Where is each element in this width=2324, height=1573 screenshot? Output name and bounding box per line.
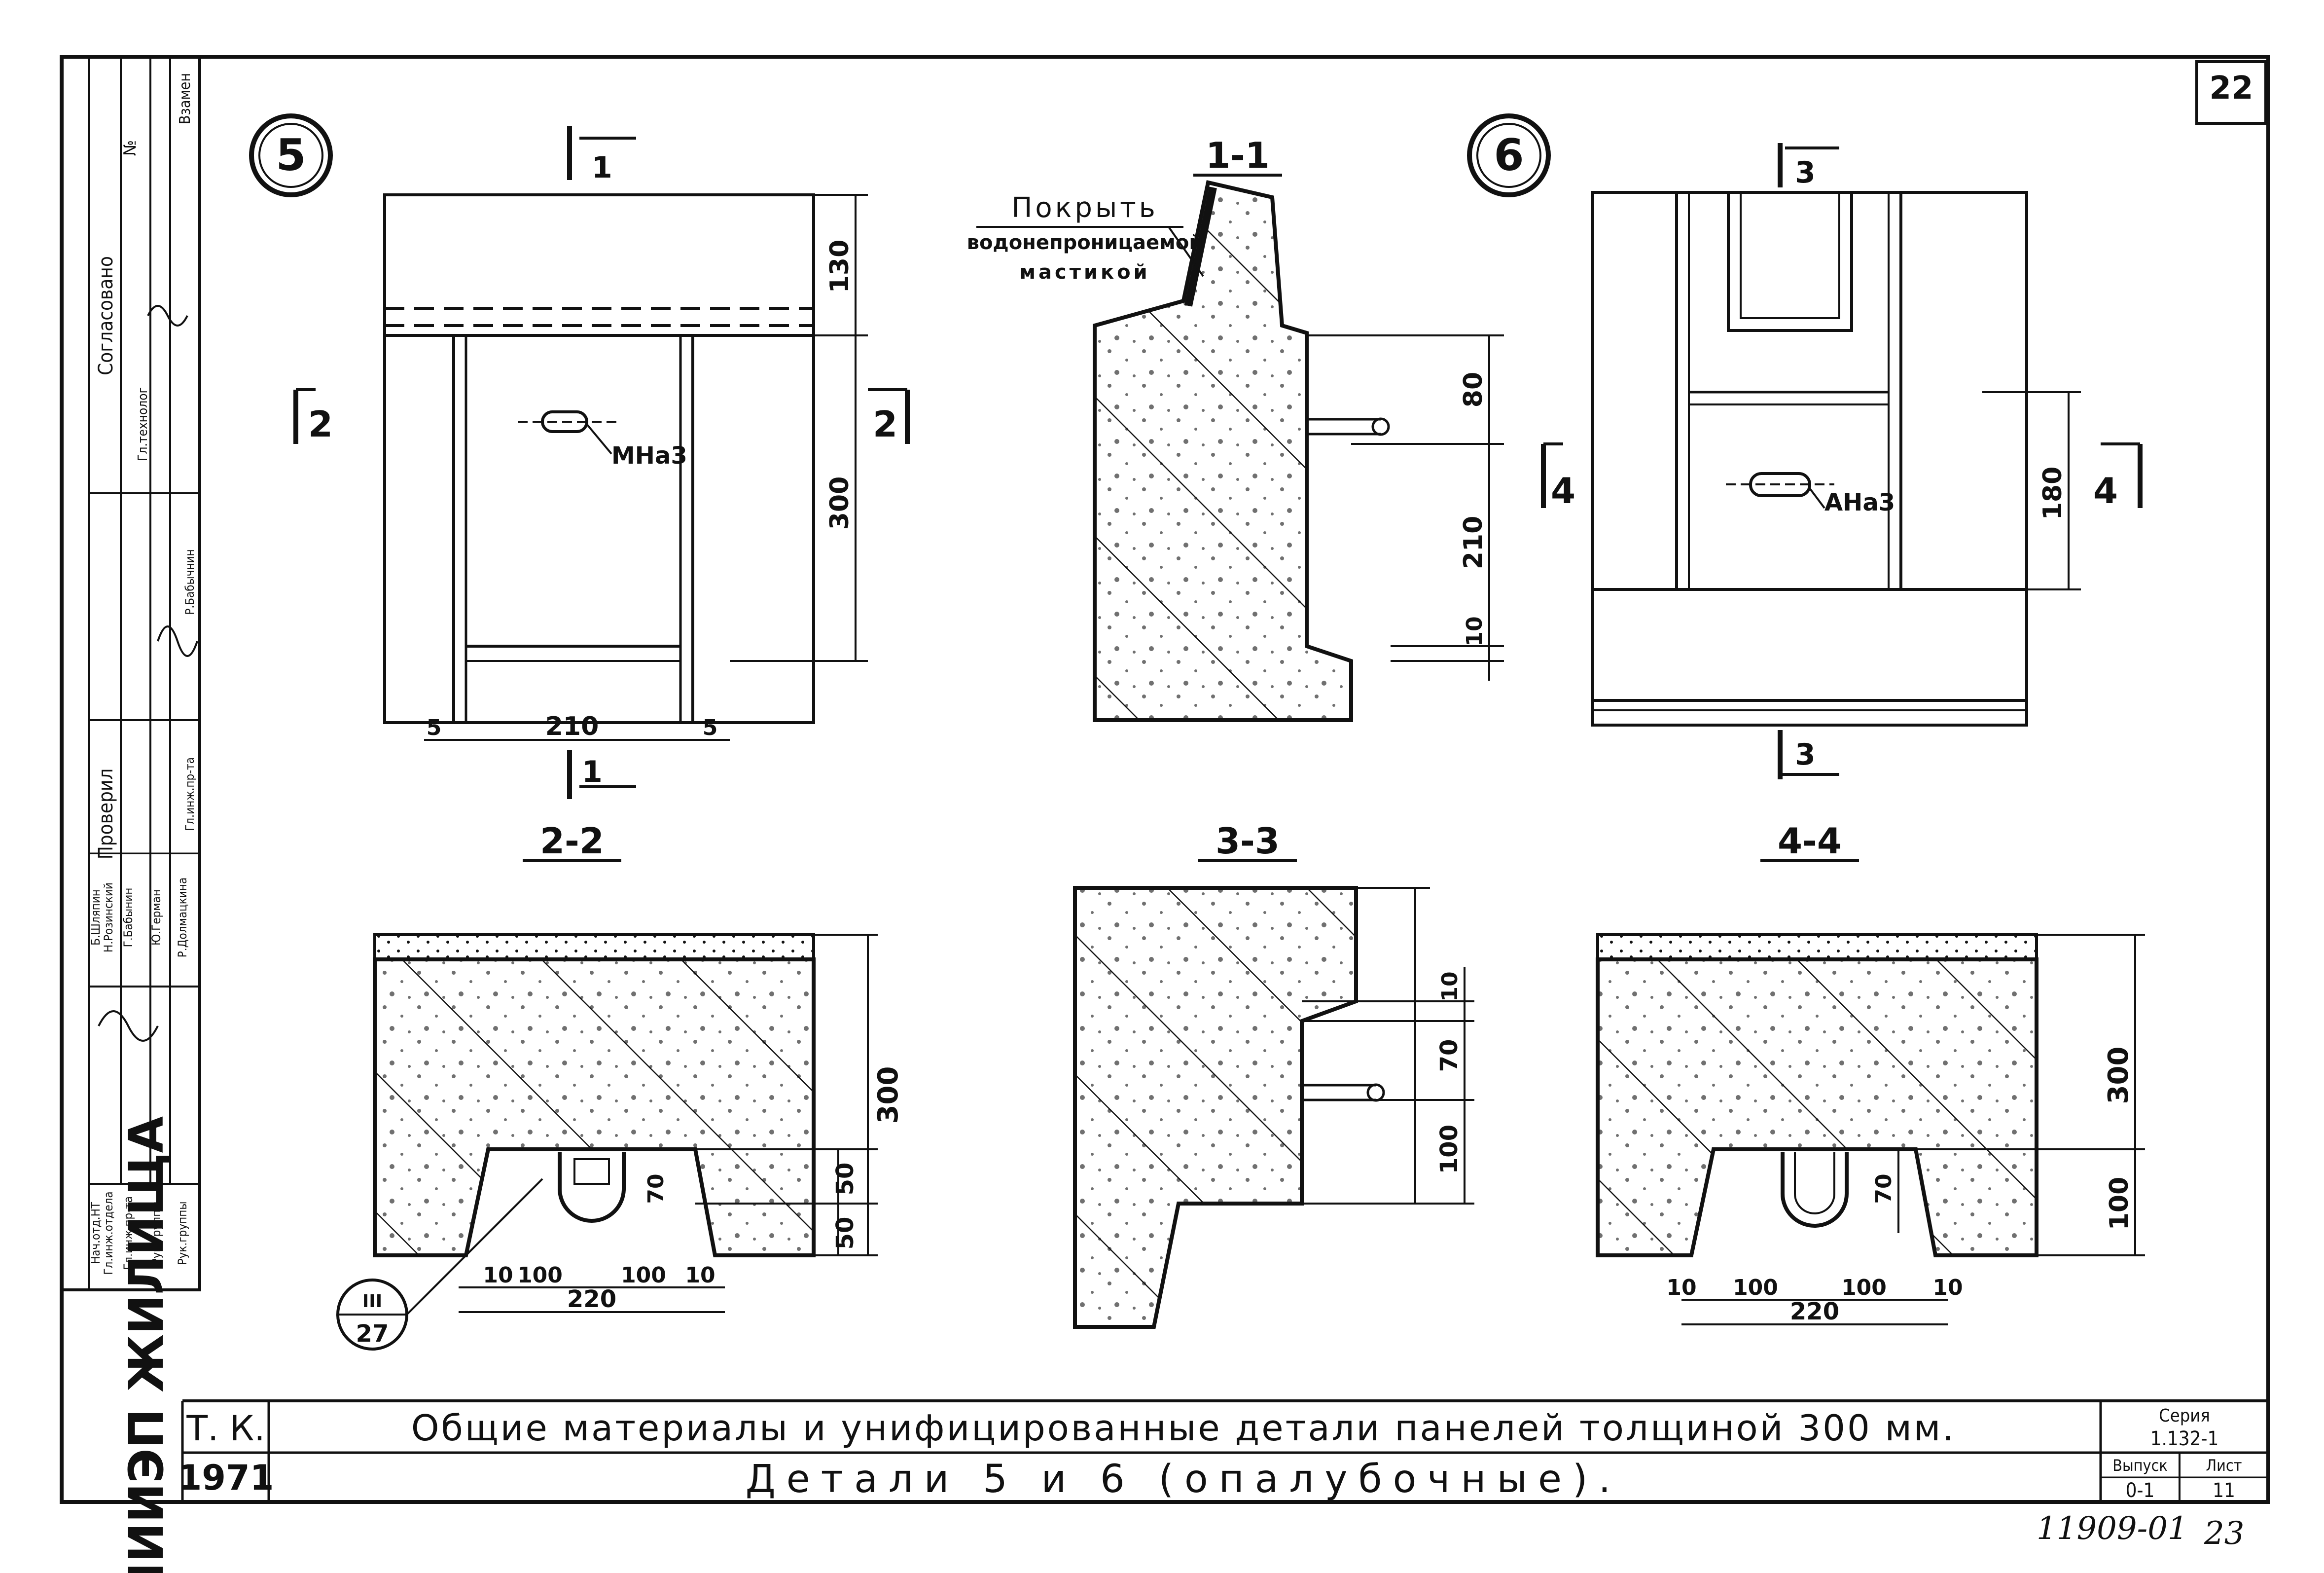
stamp-role-2: Гл.инж.отдела (102, 1191, 115, 1275)
stamp-name-3: Г.Бабынин (121, 888, 135, 948)
stamp-checked-name-2: Гл.инж.пр-та (183, 757, 197, 831)
section-4-4-dim-220: 220 (1790, 1298, 1839, 1325)
detail-5-mark-label: МНа3 (611, 442, 687, 470)
series-value: 1.132-1 (2150, 1427, 2219, 1450)
section-3-3: 3-3 10 70 100 (1073, 820, 1474, 1329)
detail-6-mark-3-bottom: 3 (1795, 737, 1816, 772)
section-2-2-dim-50-top: 50 (831, 1163, 859, 1196)
section-2-2-dim-300: 300 (872, 1066, 904, 1124)
section-1-1: 1-1 Покрыть водонепроницаемой мастикой 8… (967, 135, 1504, 722)
section-4-4: 4-4 300 100 70 10 100 100 10 220 (1596, 820, 2145, 1325)
section-2-2: 2-2 300 50 50 70 10 100 100 10 220 III 2… (336, 820, 904, 1351)
stamp-name-2: Н.Розинский (102, 882, 115, 952)
side-stamp: Согласовано Проверил № Взамен Гл.техноло… (60, 55, 201, 1291)
section-3-3-title: 3-3 (1216, 820, 1280, 862)
section-4-4-dim-70: 70 (1871, 1173, 1896, 1204)
title-line-2: Детали 5 и 6 (опалубочные). (746, 1457, 1622, 1501)
section-4-4-dim-100: 100 (2105, 1177, 2134, 1231)
section-3-3-dim-100: 100 (1435, 1125, 1463, 1174)
series-label: Серия (2159, 1406, 2210, 1426)
section-4-4-dim-100-left: 100 (1733, 1275, 1778, 1300)
detail-6-marker (1467, 113, 1551, 197)
detail-5-dim-130: 130 (825, 240, 855, 293)
detail-5-mark-1-bottom: 1 (582, 755, 603, 789)
detail-5-id: 5 (276, 130, 306, 181)
section-1-1-dim-10: 10 (1462, 616, 1487, 646)
section-2-2-dim-50-bottom: 50 (831, 1217, 859, 1250)
stamp-role-3: Гл.инж.пр-та (121, 1196, 135, 1270)
archive-number: 11909-01 (2037, 1510, 2188, 1547)
section-2-2-dim-10-right: 10 (685, 1263, 715, 1288)
detail-5: 5 МНа3 130 300 5 210 5 1 1 2 2 (249, 113, 910, 799)
detail-6-mark-4-right: 4 (2093, 470, 2118, 512)
stamp-name-4: Ю.Герман (149, 889, 163, 946)
detail-5-mark-1-top: 1 (592, 150, 612, 185)
page-number-box (2195, 60, 2267, 125)
issue-value: 0-1 (2126, 1479, 2155, 1502)
section-4-4-dim-10-right: 10 (1932, 1275, 1963, 1300)
title-line-1: Общие материалы и унифицированные детали… (411, 1407, 1956, 1449)
note-line-2: водонепроницаемой (967, 231, 1203, 254)
title-year: 1971 (178, 1458, 274, 1498)
stamp-checked-name-1: Р.Бабычнин (183, 549, 197, 615)
detail-6-dim-180: 180 (2038, 467, 2068, 520)
section-2-2-dim-100-left: 100 (517, 1263, 563, 1288)
stamp-num-label: № (120, 140, 140, 156)
section-3-3-dim-10: 10 (1437, 971, 1463, 1001)
section-2-2-dim-10-left: 10 (483, 1263, 513, 1288)
footer-number: 23 (2204, 1515, 2244, 1552)
detail-5-dim-5-right: 5 (703, 715, 718, 740)
sheet-value: 11 (2213, 1479, 2235, 1502)
section-1-1-dim-80: 80 (1459, 372, 1488, 407)
section-2-2-title: 2-2 (540, 820, 604, 862)
stamp-role-5: Рук.группы (176, 1202, 189, 1265)
detail-6-mark-label: АНа3 (1824, 489, 1895, 516)
section-1-1-dim-210: 210 (1459, 516, 1488, 570)
section-3-3-dim-70: 70 (1435, 1039, 1463, 1072)
stamp-agreed-role: Гл.технолог (136, 387, 150, 461)
section-4-4-dim-10-left: 10 (1666, 1275, 1696, 1300)
title-block (181, 1399, 2268, 1502)
section-2-2-callout-bottom: 27 (356, 1320, 389, 1348)
detail-5-dim-300: 300 (825, 476, 855, 530)
title-code: Т. К. (186, 1408, 265, 1449)
page-number: 22 (2209, 70, 2253, 107)
detail-6: 6 АНа3 180 3 3 4 4 (1467, 113, 2143, 779)
detail-5-dim-5-left: 5 (427, 715, 442, 740)
note-line-1: Покрыть (1011, 192, 1158, 224)
section-4-4-dim-100-right: 100 (1841, 1275, 1887, 1300)
sheet-label: Лист (2206, 1456, 2242, 1475)
section-2-2-dim-70: 70 (644, 1173, 669, 1204)
detail-5-mark-2-right: 2 (873, 403, 897, 445)
detail-5-dim-210: 210 (545, 712, 599, 741)
stamp-role-1: Нач.отд.НТ (89, 1202, 103, 1264)
detail-6-mark-3-top: 3 (1795, 155, 1816, 190)
section-4-4-title: 4-4 (1778, 820, 1842, 862)
issue-label: Выпуск (2112, 1456, 2168, 1475)
note-line-3: мастикой (1019, 261, 1150, 284)
stamp-header-checked: Проверил (95, 768, 117, 860)
detail-6-id: 6 (1494, 130, 1524, 181)
stamp-replace-label: Взамен (177, 73, 194, 124)
section-2-2-dim-100-right: 100 (621, 1263, 666, 1288)
section-4-4-dim-300: 300 (2103, 1047, 2135, 1104)
section-1-1-title: 1-1 (1206, 135, 1270, 176)
stamp-header-agreed: Согласовано (95, 256, 117, 375)
stamp-name-5: Р.Долмацкина (176, 878, 189, 957)
section-2-2-dim-220: 220 (567, 1285, 616, 1313)
detail-5-mark-2-left: 2 (308, 403, 333, 445)
organization-name: ЦНИИЭП ЖИЛИЩА (119, 1116, 174, 1573)
detail-5-marker (249, 113, 333, 197)
stamp-name-1: Б.Шляпин (89, 889, 103, 946)
stamp-role-4: Рук.группы (149, 1202, 163, 1265)
section-2-2-callout-top: III (362, 1291, 382, 1312)
detail-6-mark-4-left: 4 (1551, 470, 1575, 512)
